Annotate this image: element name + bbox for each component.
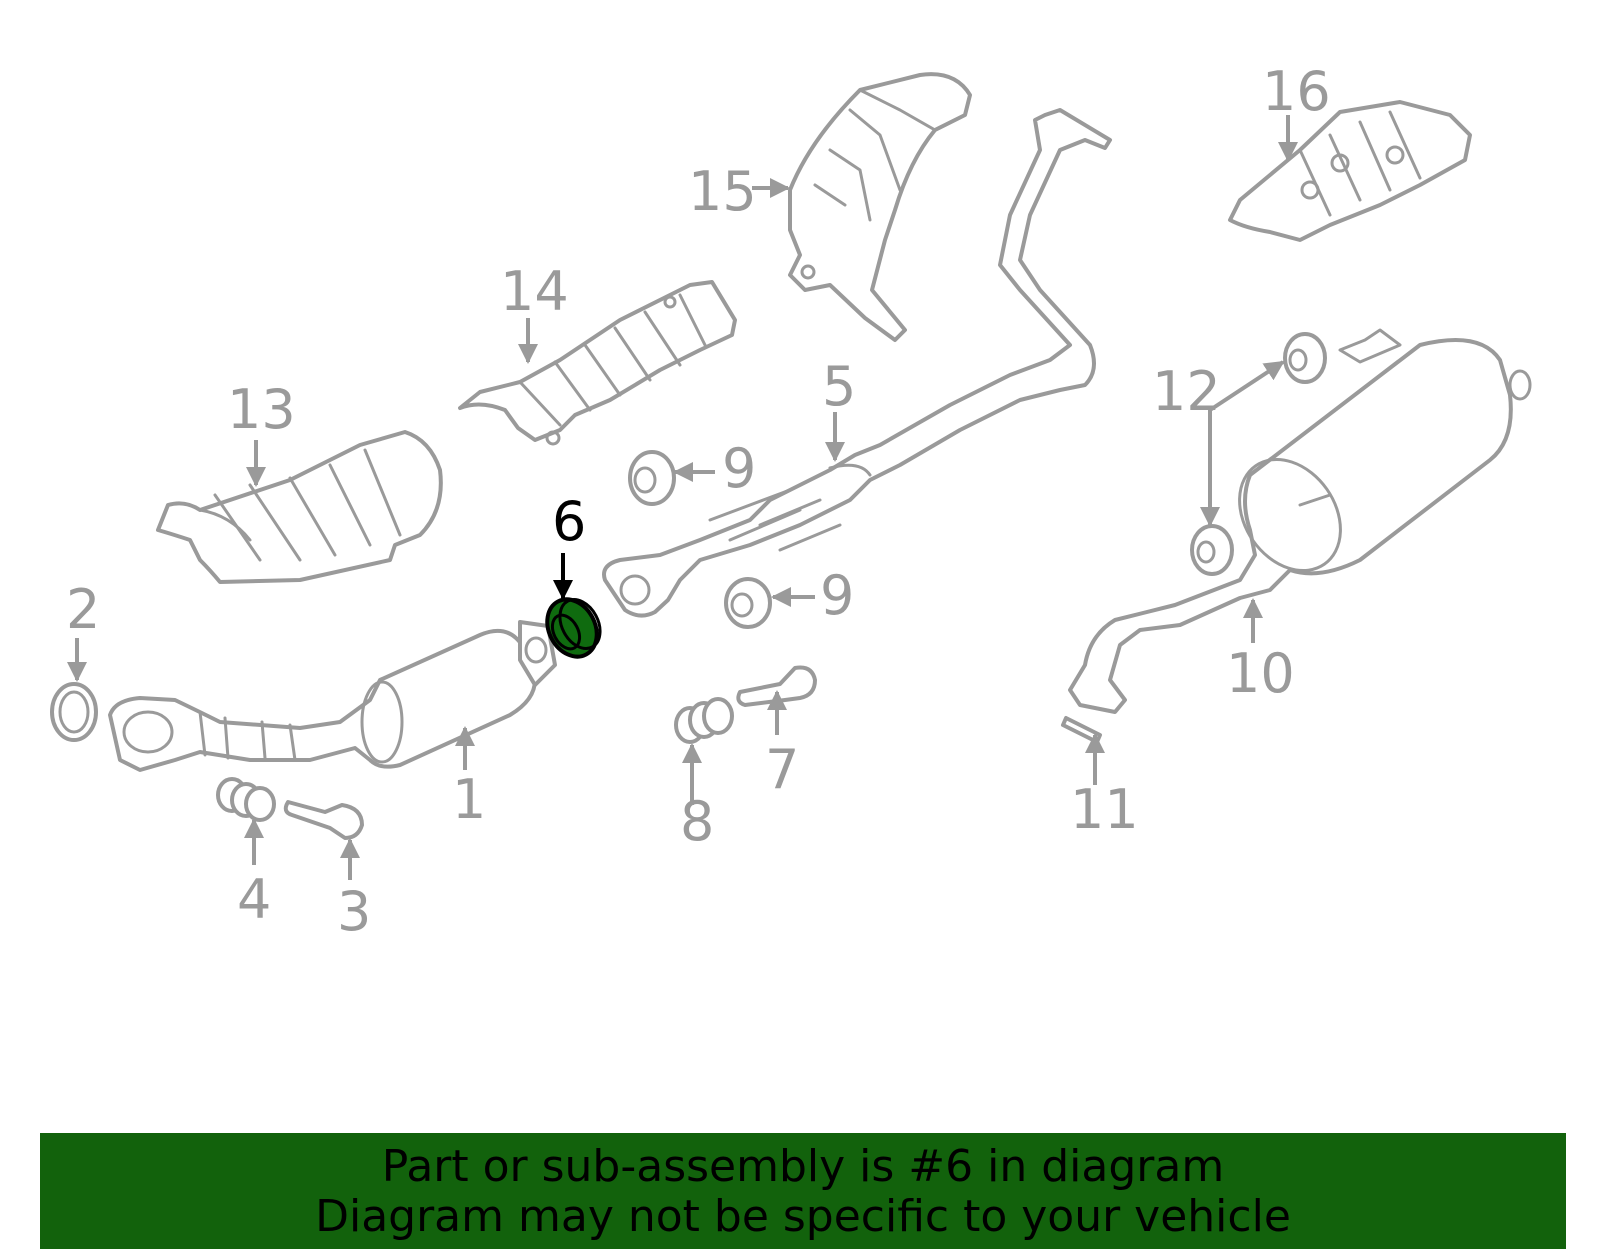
- gasket-6-highlighted[interactable]: [538, 591, 608, 666]
- banner-line-part: Part or sub-assembly is #6 in diagram: [381, 1141, 1225, 1192]
- callout-10[interactable]: 10: [1226, 642, 1295, 705]
- callout-9-lower[interactable]: 9: [820, 564, 854, 627]
- callout-12[interactable]: 12: [1152, 360, 1221, 423]
- hanger-12-lower[interactable]: [1190, 524, 1234, 576]
- banner-line-disclaimer: Diagram may not be specific to your vehi…: [315, 1191, 1291, 1242]
- callout-1[interactable]: 1: [452, 768, 486, 831]
- callout-5[interactable]: 5: [822, 355, 856, 418]
- center-pipe-5[interactable]: [602, 108, 1112, 618]
- spring-seal-8[interactable]: [674, 697, 734, 744]
- heat-shield-15[interactable]: [788, 72, 972, 342]
- callout-labels: 1 2 3 4 5 6 7 8 9 9 10 11 12 13 14 15 16: [66, 60, 1331, 943]
- hanger-9-upper[interactable]: [628, 450, 676, 506]
- bolt-7[interactable]: [736, 665, 817, 707]
- info-banner: Part or sub-assembly is #6 in diagram Di…: [40, 1133, 1566, 1249]
- callout-3[interactable]: 3: [337, 880, 371, 943]
- callout-9-upper[interactable]: 9: [722, 437, 756, 500]
- hanger-12-upper[interactable]: [1283, 332, 1327, 384]
- exhaust-diagram: 1 2 3 4 5 6 7 8 9 9 10 11 12 13 14 15 16: [50, 60, 1532, 943]
- heat-shield-14[interactable]: [458, 280, 737, 446]
- heat-shield-16[interactable]: [1228, 100, 1472, 242]
- callout-7[interactable]: 7: [765, 738, 799, 801]
- callout-2[interactable]: 2: [66, 578, 100, 641]
- callout-13[interactable]: 13: [227, 378, 296, 441]
- muffler-10[interactable]: [1068, 328, 1532, 714]
- callout-8[interactable]: 8: [680, 790, 714, 853]
- front-pipe-catalyst-1[interactable]: [108, 620, 557, 772]
- gasket-2[interactable]: [50, 682, 98, 742]
- callout-11[interactable]: 11: [1070, 778, 1139, 841]
- hanger-9-lower[interactable]: [724, 577, 772, 629]
- callout-16[interactable]: 16: [1262, 60, 1331, 123]
- callout-6[interactable]: 6: [552, 490, 586, 553]
- callout-15[interactable]: 15: [688, 160, 757, 223]
- heat-shield-13[interactable]: [156, 430, 443, 584]
- callout-14[interactable]: 14: [500, 260, 569, 323]
- bolt-3[interactable]: [283, 800, 364, 840]
- callout-4[interactable]: 4: [237, 868, 271, 931]
- leader-lines: [67, 115, 1298, 880]
- spring-seal-4[interactable]: [216, 777, 276, 822]
